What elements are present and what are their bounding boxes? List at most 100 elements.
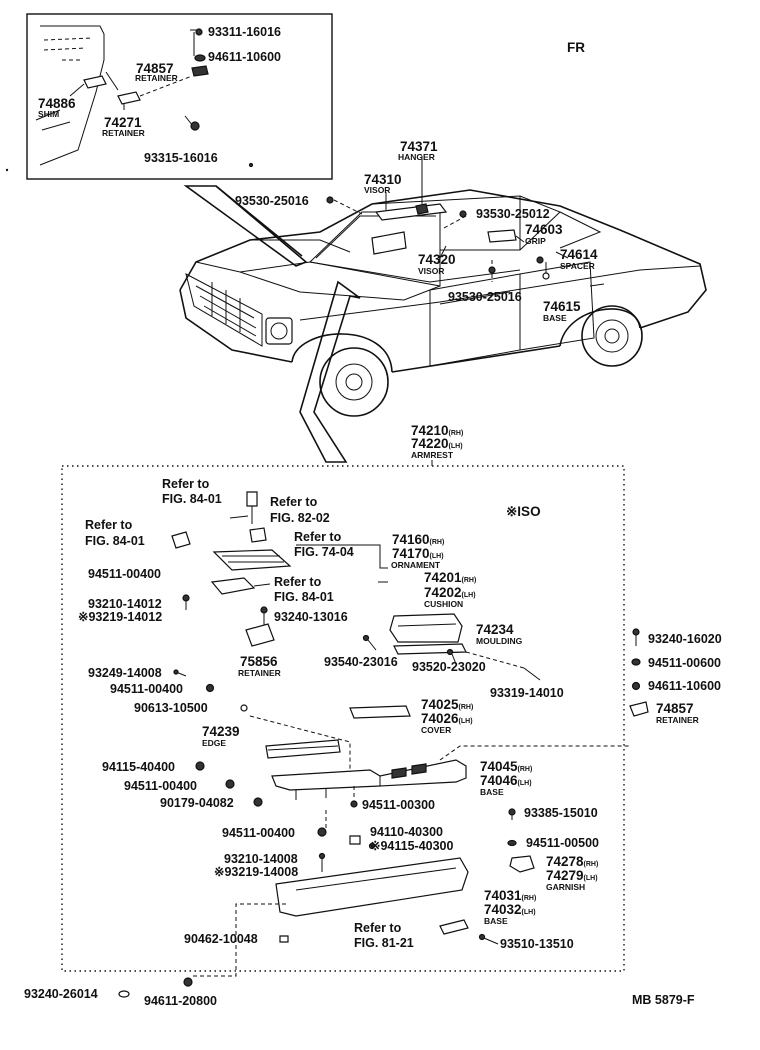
garnish-rh-suffix: (RH) — [584, 861, 599, 868]
label-74603: 74603 — [525, 222, 563, 237]
ref-e-line2: FIG. 84-01 — [274, 590, 334, 604]
part-90613-10500: 90613-10500 — [134, 701, 208, 715]
part-93240-13016: 93240-13016 — [274, 610, 348, 624]
part-94511-00400-b: 94511-00400 — [110, 682, 183, 696]
cushion-lh-suffix: (LH) — [462, 592, 476, 599]
figure-code: MB 5879-F — [632, 993, 695, 1007]
ref-d-line1: Refer to — [294, 530, 342, 544]
part-74239: 74239 — [202, 724, 240, 739]
label-74271: 74271 — [104, 115, 142, 130]
armrest-num-lh: 74220(LH) — [411, 436, 463, 451]
name-retainer-75856: RETAINER — [238, 668, 281, 678]
part-93210-14012: 93210-14012 — [88, 597, 162, 611]
cushion-rh-suffix: (RH) — [462, 577, 477, 584]
svg-text:74202(LH): 74202(LH) — [424, 585, 476, 600]
part-93510-13510: 93510-13510 — [500, 937, 574, 951]
base-upper-rh: 74045 — [480, 759, 518, 774]
armrest-parts — [118, 491, 649, 998]
label-93311-16016: 93311-16016 — [208, 25, 281, 39]
part-93319-14010: 93319-14010 — [490, 686, 564, 700]
ref-c-line2: FIG. 84-01 — [85, 534, 145, 548]
cushion-lh: 74202 — [424, 585, 462, 600]
part-93520-23020: 93520-23020 — [412, 660, 486, 674]
ref-a-line1: Refer to — [162, 477, 210, 491]
part-93540-23016: 93540-23016 — [324, 655, 398, 669]
label-93530-25016-b: 93530-25016 — [448, 290, 522, 304]
part-93240-26014: 93240-26014 — [24, 987, 98, 1001]
ref-b-line2: FIG. 82-02 — [270, 511, 330, 525]
ref-f-line2: FIG. 81-21 — [354, 936, 414, 950]
ref-f-line1: Refer to — [354, 921, 402, 935]
part-94110-40300: 94110-40300 — [370, 825, 443, 839]
part-94611-20800: 94611-20800 — [144, 994, 217, 1008]
ornament-lh-suffix: (LH) — [430, 553, 444, 560]
label-93530-25012: 93530-25012 — [476, 207, 550, 221]
part-93249-14008: 93249-14008 — [88, 666, 162, 680]
base-lower-rh: 74031 — [484, 888, 522, 903]
name-visor-2: VISOR — [418, 266, 444, 276]
name-retainer-74857: RETAINER — [656, 715, 699, 725]
armrest-name: ARMREST — [411, 450, 454, 460]
cushion-name: CUSHION — [424, 599, 463, 609]
cover-name: COVER — [421, 725, 451, 735]
svg-text:74045(RH): 74045(RH) — [480, 759, 532, 774]
cover-rh: 74025 — [421, 697, 459, 712]
base-upper-name: BASE — [480, 787, 504, 797]
label-93315-16016: 93315-16016 — [144, 151, 218, 165]
name-shim: SHIM — [38, 109, 59, 119]
part-90462-10048: 90462-10048 — [184, 932, 258, 946]
part-75856: 75856 — [240, 654, 278, 669]
label-74371: 74371 — [400, 139, 438, 154]
svg-text:74201(RH): 74201(RH) — [424, 570, 476, 585]
armrest-lh-suffix: (LH) — [449, 443, 463, 450]
base-upper-lh-suffix: (LH) — [518, 780, 532, 787]
svg-text:74032(LH): 74032(LH) — [484, 902, 536, 917]
pair-ornament: 74160(RH) 74170(LH) ORNAMENT — [391, 532, 444, 570]
base-lower-lh-suffix: (LH) — [522, 909, 536, 916]
ornament-rh-suffix: (RH) — [430, 539, 445, 546]
inset-box — [26, 13, 333, 180]
armrest-frame — [61, 465, 625, 972]
ornament-rh: 74160 — [392, 532, 430, 547]
base-upper-lh: 74046 — [480, 773, 518, 788]
garnish-lh: 74279 — [546, 868, 584, 883]
cover-lh: 74026 — [421, 711, 459, 726]
part-93385-15010: 93385-15010 — [524, 806, 598, 820]
label-74320: 74320 — [418, 252, 456, 267]
svg-text:74025(RH): 74025(RH) — [421, 697, 473, 712]
part-93219-14012: ※93219-14012 — [78, 610, 162, 624]
svg-text:74026(LH): 74026(LH) — [421, 711, 473, 726]
direction-label: FR — [567, 40, 585, 55]
name-spacer: SPACER — [560, 261, 595, 271]
part-94511-00400-c: 94511-00400 — [124, 779, 197, 793]
car-illustration — [179, 156, 707, 417]
svg-text:74278(RH): 74278(RH) — [546, 854, 598, 869]
part-93240-16020: 93240-16020 — [648, 632, 722, 646]
pair-base-lower: 74031(RH) 74032(LH) BASE — [484, 888, 536, 926]
part-94511-00600: 94511-00600 — [648, 656, 721, 670]
base-upper-rh-suffix: (RH) — [518, 766, 533, 773]
part-90179-04082: 90179-04082 — [160, 796, 234, 810]
pair-garnish: 74278(RH) 74279(LH) GARNISH — [546, 854, 598, 892]
cushion-rh: 74201 — [424, 570, 462, 585]
ref-c-line1: Refer to — [85, 518, 133, 532]
iso-note: ※ISO — [506, 504, 541, 519]
garnish-rh: 74278 — [546, 854, 584, 869]
svg-text:74046(LH): 74046(LH) — [480, 773, 532, 788]
label-74614: 74614 — [560, 247, 598, 262]
name-grip: GRIP — [525, 236, 546, 246]
label-74886: 74886 — [38, 96, 76, 111]
label-94611-10600: 94611-10600 — [208, 50, 281, 64]
svg-text:74279(LH): 74279(LH) — [546, 868, 598, 883]
part-74857: 74857 — [656, 701, 694, 716]
ornament-name: ORNAMENT — [391, 560, 441, 570]
name-moulding: MOULDING — [476, 636, 523, 646]
part-94511-00500: 94511-00500 — [526, 836, 599, 850]
name-retainer-2: RETAINER — [102, 128, 145, 138]
label-74310: 74310 — [364, 172, 402, 187]
ref-e-line1: Refer to — [274, 575, 322, 589]
armrest-rh-num: 74210 — [411, 423, 449, 438]
armrest-rh-suffix: (RH) — [449, 430, 464, 437]
cover-rh-suffix: (RH) — [459, 704, 474, 711]
